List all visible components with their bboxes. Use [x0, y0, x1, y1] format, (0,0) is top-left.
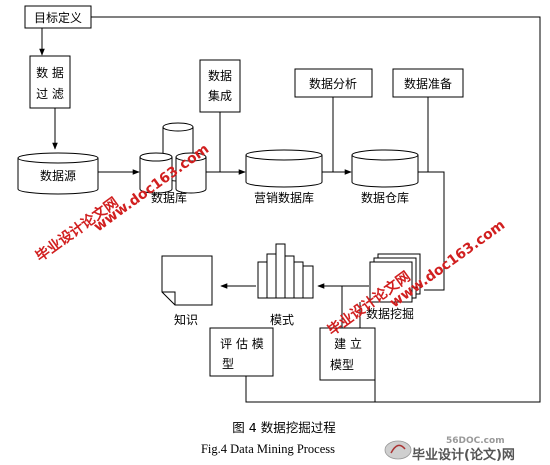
data-source-label: 数据源 [40, 168, 76, 183]
caption-english: Fig.4 Data Mining Process [201, 442, 335, 456]
evaluate-model-label-1: 评 估 模 [220, 337, 264, 351]
data-mining-label: 数据挖掘 [366, 306, 414, 321]
pattern-histogram [257, 243, 314, 299]
watermark-brand-1: 毕业设计论文网 [32, 194, 121, 265]
footer-site-text: 56DOC.com [446, 436, 505, 446]
data-source-cylinder [17, 152, 99, 195]
pattern-label: 模式 [270, 313, 294, 327]
build-model-label-2: 模型 [330, 358, 354, 372]
marketing-database-label: 营销数据库 [254, 190, 314, 205]
build-model-label-1: 建 立 [334, 336, 362, 351]
data-integration-box [199, 59, 241, 113]
marketing-database-cylinder [245, 149, 323, 188]
data-filter-box [29, 55, 71, 109]
evaluate-model-label-2: 型 [222, 357, 234, 371]
data-preparation-box [392, 68, 464, 98]
database-label: 数据库 [151, 190, 187, 205]
data-integration-label-2: 集成 [208, 88, 232, 103]
caption-chinese: 图 4 数据挖掘过程 [232, 420, 336, 435]
warehouse-to-mining-line [418, 171, 445, 291]
data-filter-label-2: 过 滤 [36, 87, 64, 101]
footer-logo [384, 440, 412, 460]
knowledge-label: 知识 [174, 313, 198, 327]
knowledge-document [161, 255, 213, 306]
goal-definition-box [24, 5, 92, 29]
build-model-box [319, 327, 376, 381]
data-preparation-label: 数据准备 [404, 76, 452, 91]
data-filter-label-1: 数 据 [36, 65, 64, 80]
data-warehouse-label: 数据仓库 [361, 190, 409, 205]
feedback-loop-line [91, 16, 541, 403]
footer-brand-text: 毕业设计(论文)网 [412, 447, 515, 463]
database-cylinders [139, 122, 207, 194]
evaluate-model-box [209, 327, 274, 377]
data-warehouse-cylinder [351, 149, 419, 188]
data-integration-label-1: 数据 [208, 68, 232, 83]
data-mining-pages [369, 253, 421, 303]
goal-definition-label: 目标定义 [34, 10, 82, 25]
data-analysis-label: 数据分析 [309, 76, 357, 91]
data-analysis-box [294, 68, 373, 98]
